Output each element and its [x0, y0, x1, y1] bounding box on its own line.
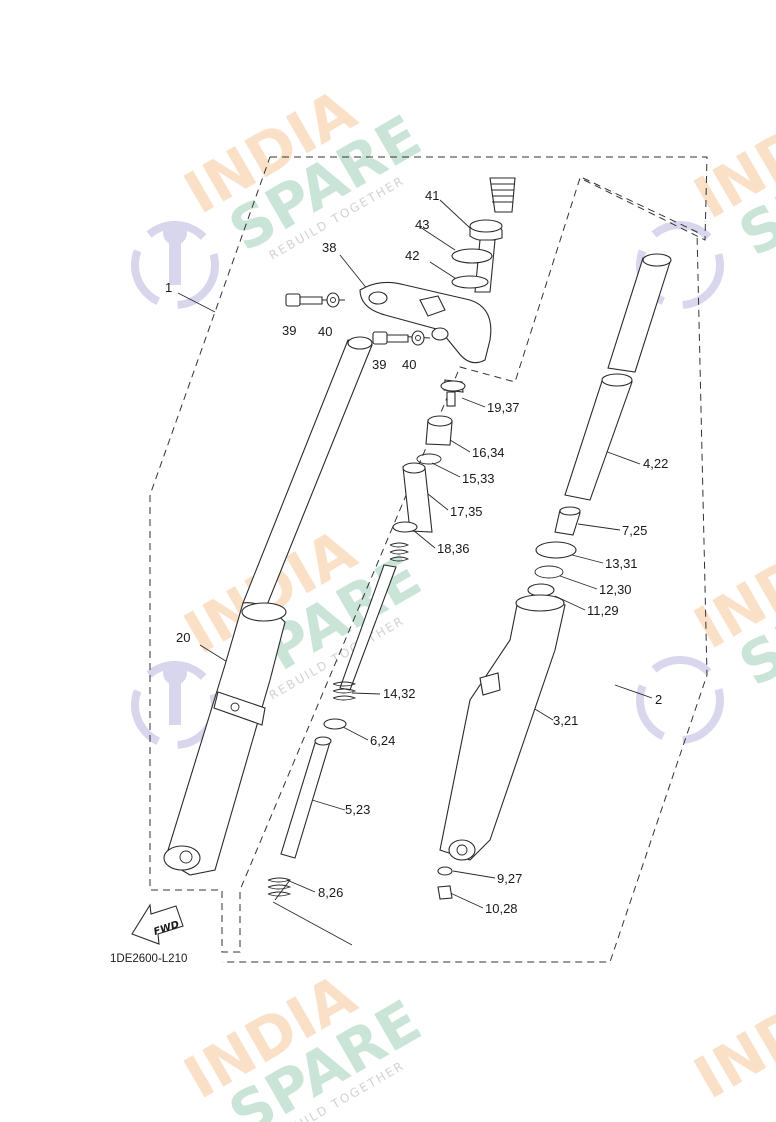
callout-15-33: 15,33: [462, 471, 495, 486]
watermark-right-bottom: INDIA: [683, 961, 776, 1112]
damper-rod-parts: [267, 379, 466, 897]
callout-41: 41: [425, 188, 439, 203]
callout-39-right: 39: [372, 357, 386, 372]
callout-40-right: 40: [402, 357, 416, 372]
callout-39-left: 39: [282, 323, 296, 338]
steering-stem-assembly: [359, 177, 516, 364]
callout-6-24: 6,24: [370, 733, 395, 748]
wrench-gear-logo-icon: [636, 656, 724, 744]
callout-2: 2: [655, 692, 662, 707]
left-fork-leg: [163, 336, 373, 876]
callout-42: 42: [405, 248, 419, 263]
group-outline-1: [149, 156, 708, 953]
wrench-gear-logo-icon: [636, 221, 724, 309]
callout-20: 20: [176, 630, 190, 645]
callout-16-34: 16,34: [472, 445, 505, 460]
leader-lines: [177, 199, 653, 946]
watermark-bottom: INDIA SPARE REBUILD TOGETHER: [173, 961, 432, 1122]
callout-10-28: 10,28: [485, 901, 518, 916]
callout-8-26: 8,26: [318, 885, 343, 900]
diagram-code: 1DE2600-L210: [110, 953, 187, 965]
callout-14-32: 14,32: [383, 686, 416, 701]
pinch-bolts: [285, 292, 425, 346]
wrench-gear-logo-icon: [131, 221, 219, 309]
callout-38: 38: [322, 240, 336, 255]
callout-7-25: 7,25: [622, 523, 647, 538]
callout-4-22: 4,22: [643, 456, 668, 471]
callout-40-left: 40: [318, 324, 332, 339]
callout-13-31: 13,31: [605, 556, 638, 571]
callout-17-35: 17,35: [450, 504, 483, 519]
right-fork-leg: [437, 253, 672, 900]
callout-1: 1: [165, 280, 172, 295]
group-outline-2: [222, 177, 708, 963]
callout-labels: 1 2 3,21 4,22 5,23 6,24 7,25 8,26 9,27 1…: [165, 188, 668, 916]
callout-12-30: 12,30: [599, 582, 632, 597]
watermark-top-left: INDIA SPARE REBUILD TOGETHER: [173, 76, 432, 265]
watermark-right-top: INDIA SPARE: [683, 81, 776, 270]
callout-3-21: 3,21: [553, 713, 578, 728]
callout-9-27: 9,27: [497, 871, 522, 886]
callout-5-23: 5,23: [345, 802, 370, 817]
wrench-gear-logo-icon: [131, 661, 219, 749]
watermark-text-india: INDIA: [683, 961, 776, 1112]
callout-18-36: 18,36: [437, 541, 470, 556]
callout-19-37: 19,37: [487, 400, 520, 415]
callout-11-29: 11,29: [587, 603, 619, 618]
watermark-right-middle: INDIA SPARE: [683, 511, 776, 700]
forward-arrow-icon: FWD: [131, 903, 184, 945]
callout-43: 43: [415, 217, 429, 232]
